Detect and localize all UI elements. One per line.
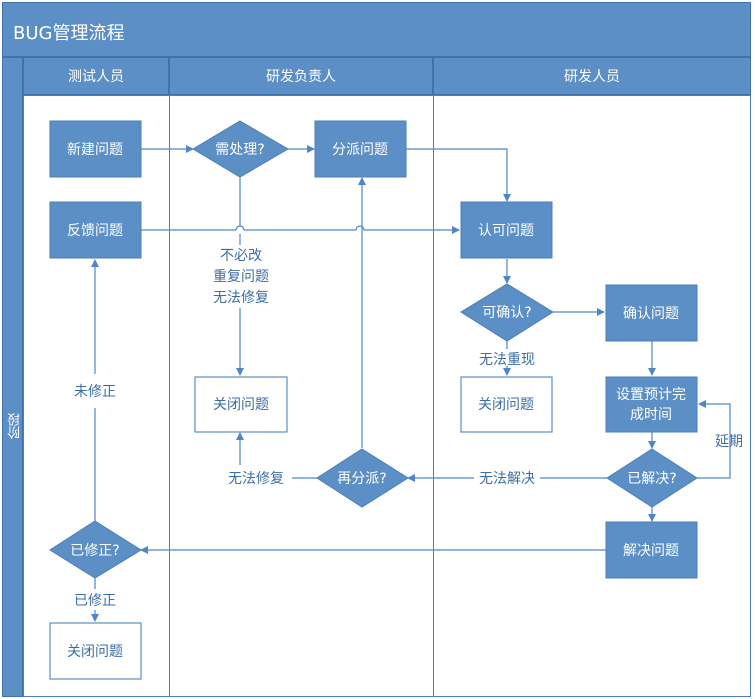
- edge-label-cannot-fix: 无法修复: [228, 470, 284, 487]
- label-close-dev: 关闭问题: [478, 397, 534, 413]
- label-acknowledge-issue: 认可问题: [478, 223, 534, 239]
- edge-label-cannot-reproduce: 无法重现: [479, 352, 535, 368]
- decision-confirmable: [460, 283, 554, 342]
- node-solve-issue: [605, 521, 698, 579]
- node-close-tester: [49, 622, 142, 680]
- lane-header-lead: 研发负责人: [169, 57, 433, 95]
- lane-header-dev: 研发人员: [433, 57, 751, 95]
- node-assign-issue: [314, 120, 407, 178]
- node-close-dev: [460, 376, 553, 433]
- stage-column: 阶段: [2, 57, 23, 697]
- decision-reassign: [316, 448, 409, 508]
- edge-label-no-change-1: 不必改: [220, 248, 262, 264]
- label-resolved: 已解决?: [627, 471, 676, 487]
- edge-feedback-to-acknowledge: [141, 225, 460, 234]
- label-feedback-issue: 反馈问题: [67, 223, 123, 239]
- label-close-lead: 关闭问题: [213, 397, 269, 413]
- edge-label-not-fixed: 未修正: [74, 384, 116, 400]
- lane-header-tester: 测试人员: [23, 57, 169, 95]
- node-close-lead: [194, 376, 288, 433]
- decision-fixed: [49, 520, 142, 579]
- label-assign-issue: 分派问题: [332, 142, 388, 158]
- edge-label-fixed: 已修正: [74, 593, 116, 609]
- label-needs-handling: 需处理?: [215, 142, 264, 158]
- edge-label-no-change-3: 无法修复: [213, 289, 269, 306]
- edge-label-delay: 延期: [715, 434, 743, 450]
- decision-needs-handling: [192, 120, 289, 178]
- decision-resolved: [606, 448, 698, 508]
- node-acknowledge-issue: [460, 201, 553, 259]
- node-set-time: [605, 376, 698, 433]
- label-confirmable: 可确认?: [482, 305, 531, 321]
- edge-assign-to-acknowledge: [406, 148, 511, 202]
- label-set-time-2: 成时间: [630, 407, 672, 423]
- edge-resolved-delay: [697, 400, 731, 479]
- edge-label-cannot-solve: 无法解决: [479, 471, 535, 487]
- node-new-issue: [49, 120, 142, 178]
- label-set-time-1: 设置预计完: [616, 387, 686, 403]
- title-bar: BUG管理流程: [2, 2, 751, 57]
- label-solve-issue: 解决问题: [623, 543, 679, 559]
- node-feedback-issue: [49, 201, 142, 259]
- label-confirm-issue: 确认问题: [623, 306, 679, 322]
- label-fixed-q: 已修正?: [70, 543, 119, 559]
- edge-label-no-change-2: 重复问题: [213, 268, 269, 285]
- label-close-tester: 关闭问题: [67, 644, 123, 660]
- node-confirm-issue: [605, 284, 698, 342]
- label-new-issue: 新建问题: [67, 142, 123, 158]
- diagram-title: BUG管理流程: [13, 23, 125, 44]
- label-reassign: 再分派?: [337, 471, 386, 487]
